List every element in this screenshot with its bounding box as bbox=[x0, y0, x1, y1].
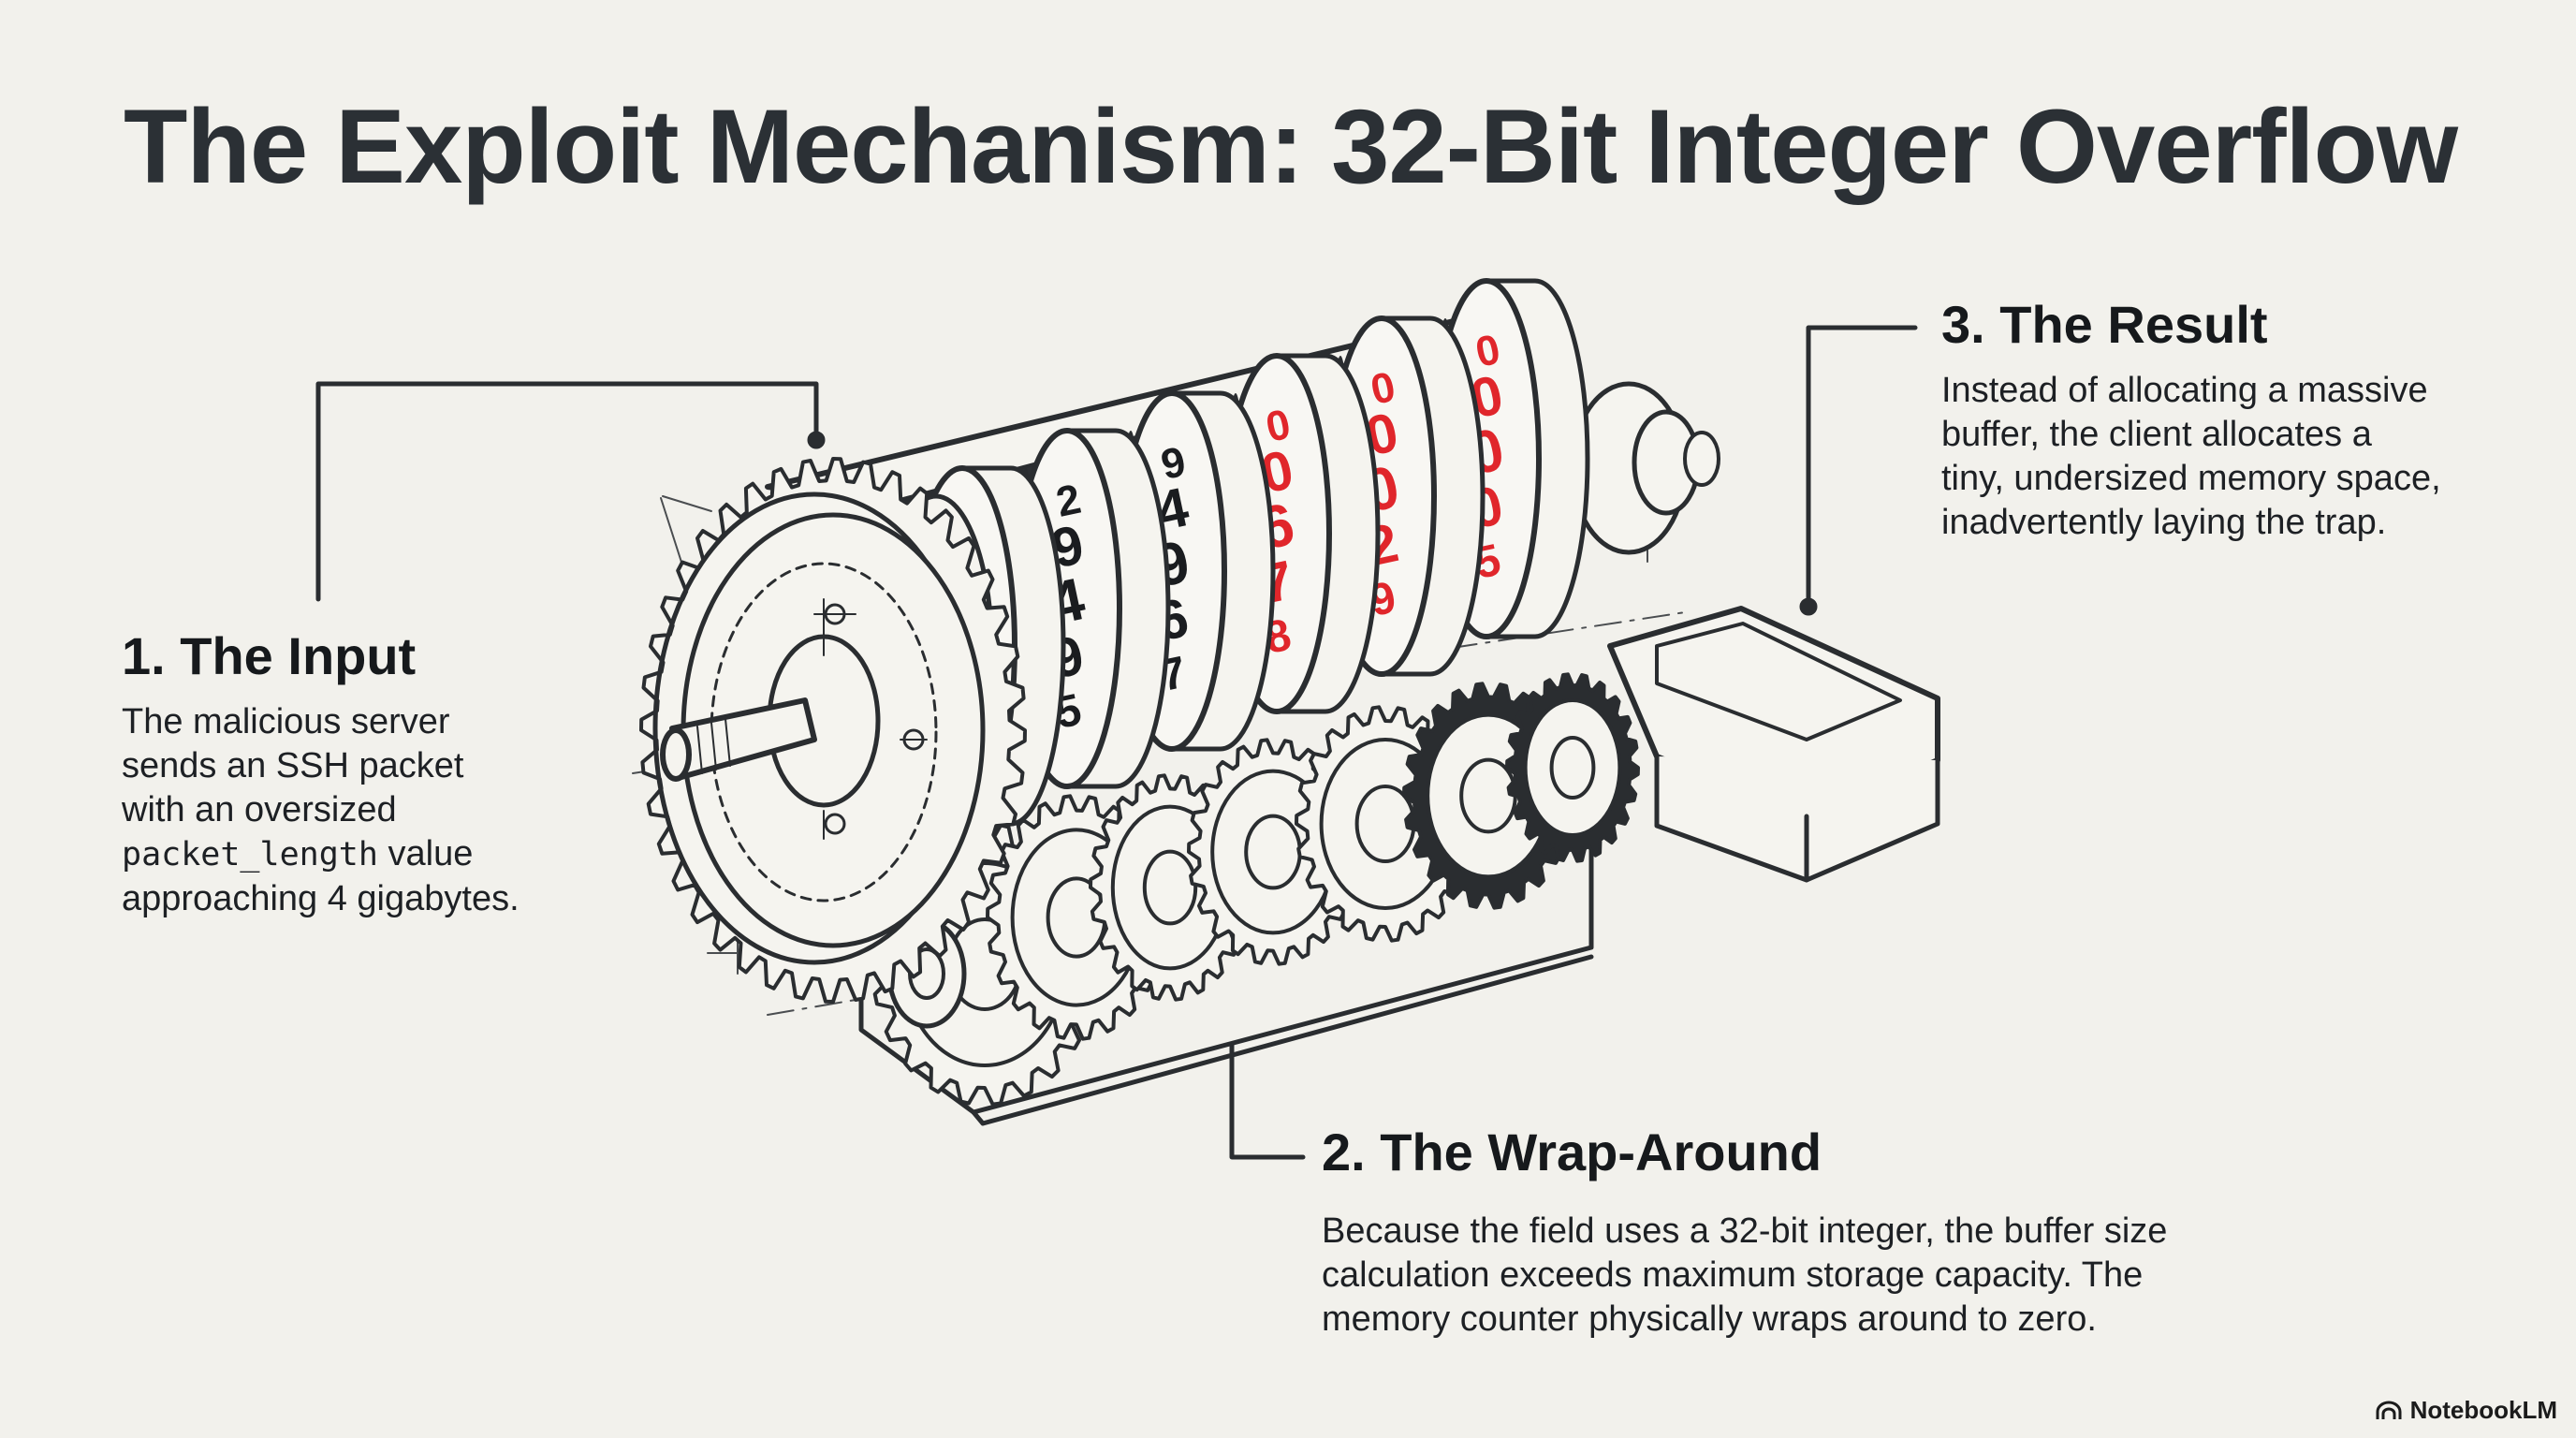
notebooklm-logo-icon bbox=[2376, 1401, 2402, 1419]
step-wrap-description: Because the field uses a 32-bit integer,… bbox=[1322, 1210, 2351, 1342]
gear-icon bbox=[1505, 672, 1640, 863]
step-input-title: 1. The Input bbox=[122, 626, 417, 685]
step-wrap-line: Because the field uses a 32-bit integer,… bbox=[1322, 1211, 2168, 1251]
step-input-line: sends an SSH packet bbox=[122, 746, 464, 785]
step-input-line: packet_length value bbox=[122, 832, 608, 877]
step-input-line: approaching 4 gigabytes. bbox=[122, 879, 520, 918]
step-wrap-title: 2. The Wrap-Around bbox=[1322, 1123, 1822, 1181]
step-result-line: buffer, the client allocates a bbox=[1941, 415, 2372, 454]
callout-line-result bbox=[1806, 325, 1918, 609]
lower-gear-train bbox=[871, 672, 1640, 1107]
step-result-line: inadvertently laying the trap. bbox=[1941, 503, 2387, 542]
step-result-description: Instead of allocating a massive buffer, … bbox=[1941, 369, 2503, 545]
brand-watermark: NotebookLM bbox=[2375, 1396, 2557, 1425]
step-wrap-line: memory counter physically wraps around t… bbox=[1322, 1299, 2097, 1339]
brand-name: NotebookLM bbox=[2409, 1396, 2557, 1424]
callout-line-wrap bbox=[1229, 997, 1306, 1160]
input-shaft bbox=[669, 697, 817, 780]
step-result-line: Instead of allocating a massive bbox=[1941, 371, 2428, 410]
callout-line-input bbox=[315, 381, 819, 602]
step-result-line: tiny, undersized memory space, bbox=[1941, 459, 2441, 498]
step-input-line-rest: value bbox=[377, 834, 474, 873]
step-input-line: with an oversized bbox=[122, 790, 397, 829]
callout-dot-input bbox=[807, 431, 826, 449]
step-result-title: 3. The Result bbox=[1941, 295, 2268, 354]
page-title: The Exploit Mechanism: 32-Bit Integer Ov… bbox=[124, 88, 2458, 205]
packet-length-code: packet_length bbox=[122, 836, 378, 873]
step-input-line: The malicious server bbox=[122, 702, 450, 741]
callout-dot-result bbox=[1799, 597, 1818, 616]
step-wrap-line: calculation exceeds maximum storage capa… bbox=[1322, 1255, 2144, 1295]
step-input-description: The malicious server sends an SSH packet… bbox=[122, 700, 608, 921]
